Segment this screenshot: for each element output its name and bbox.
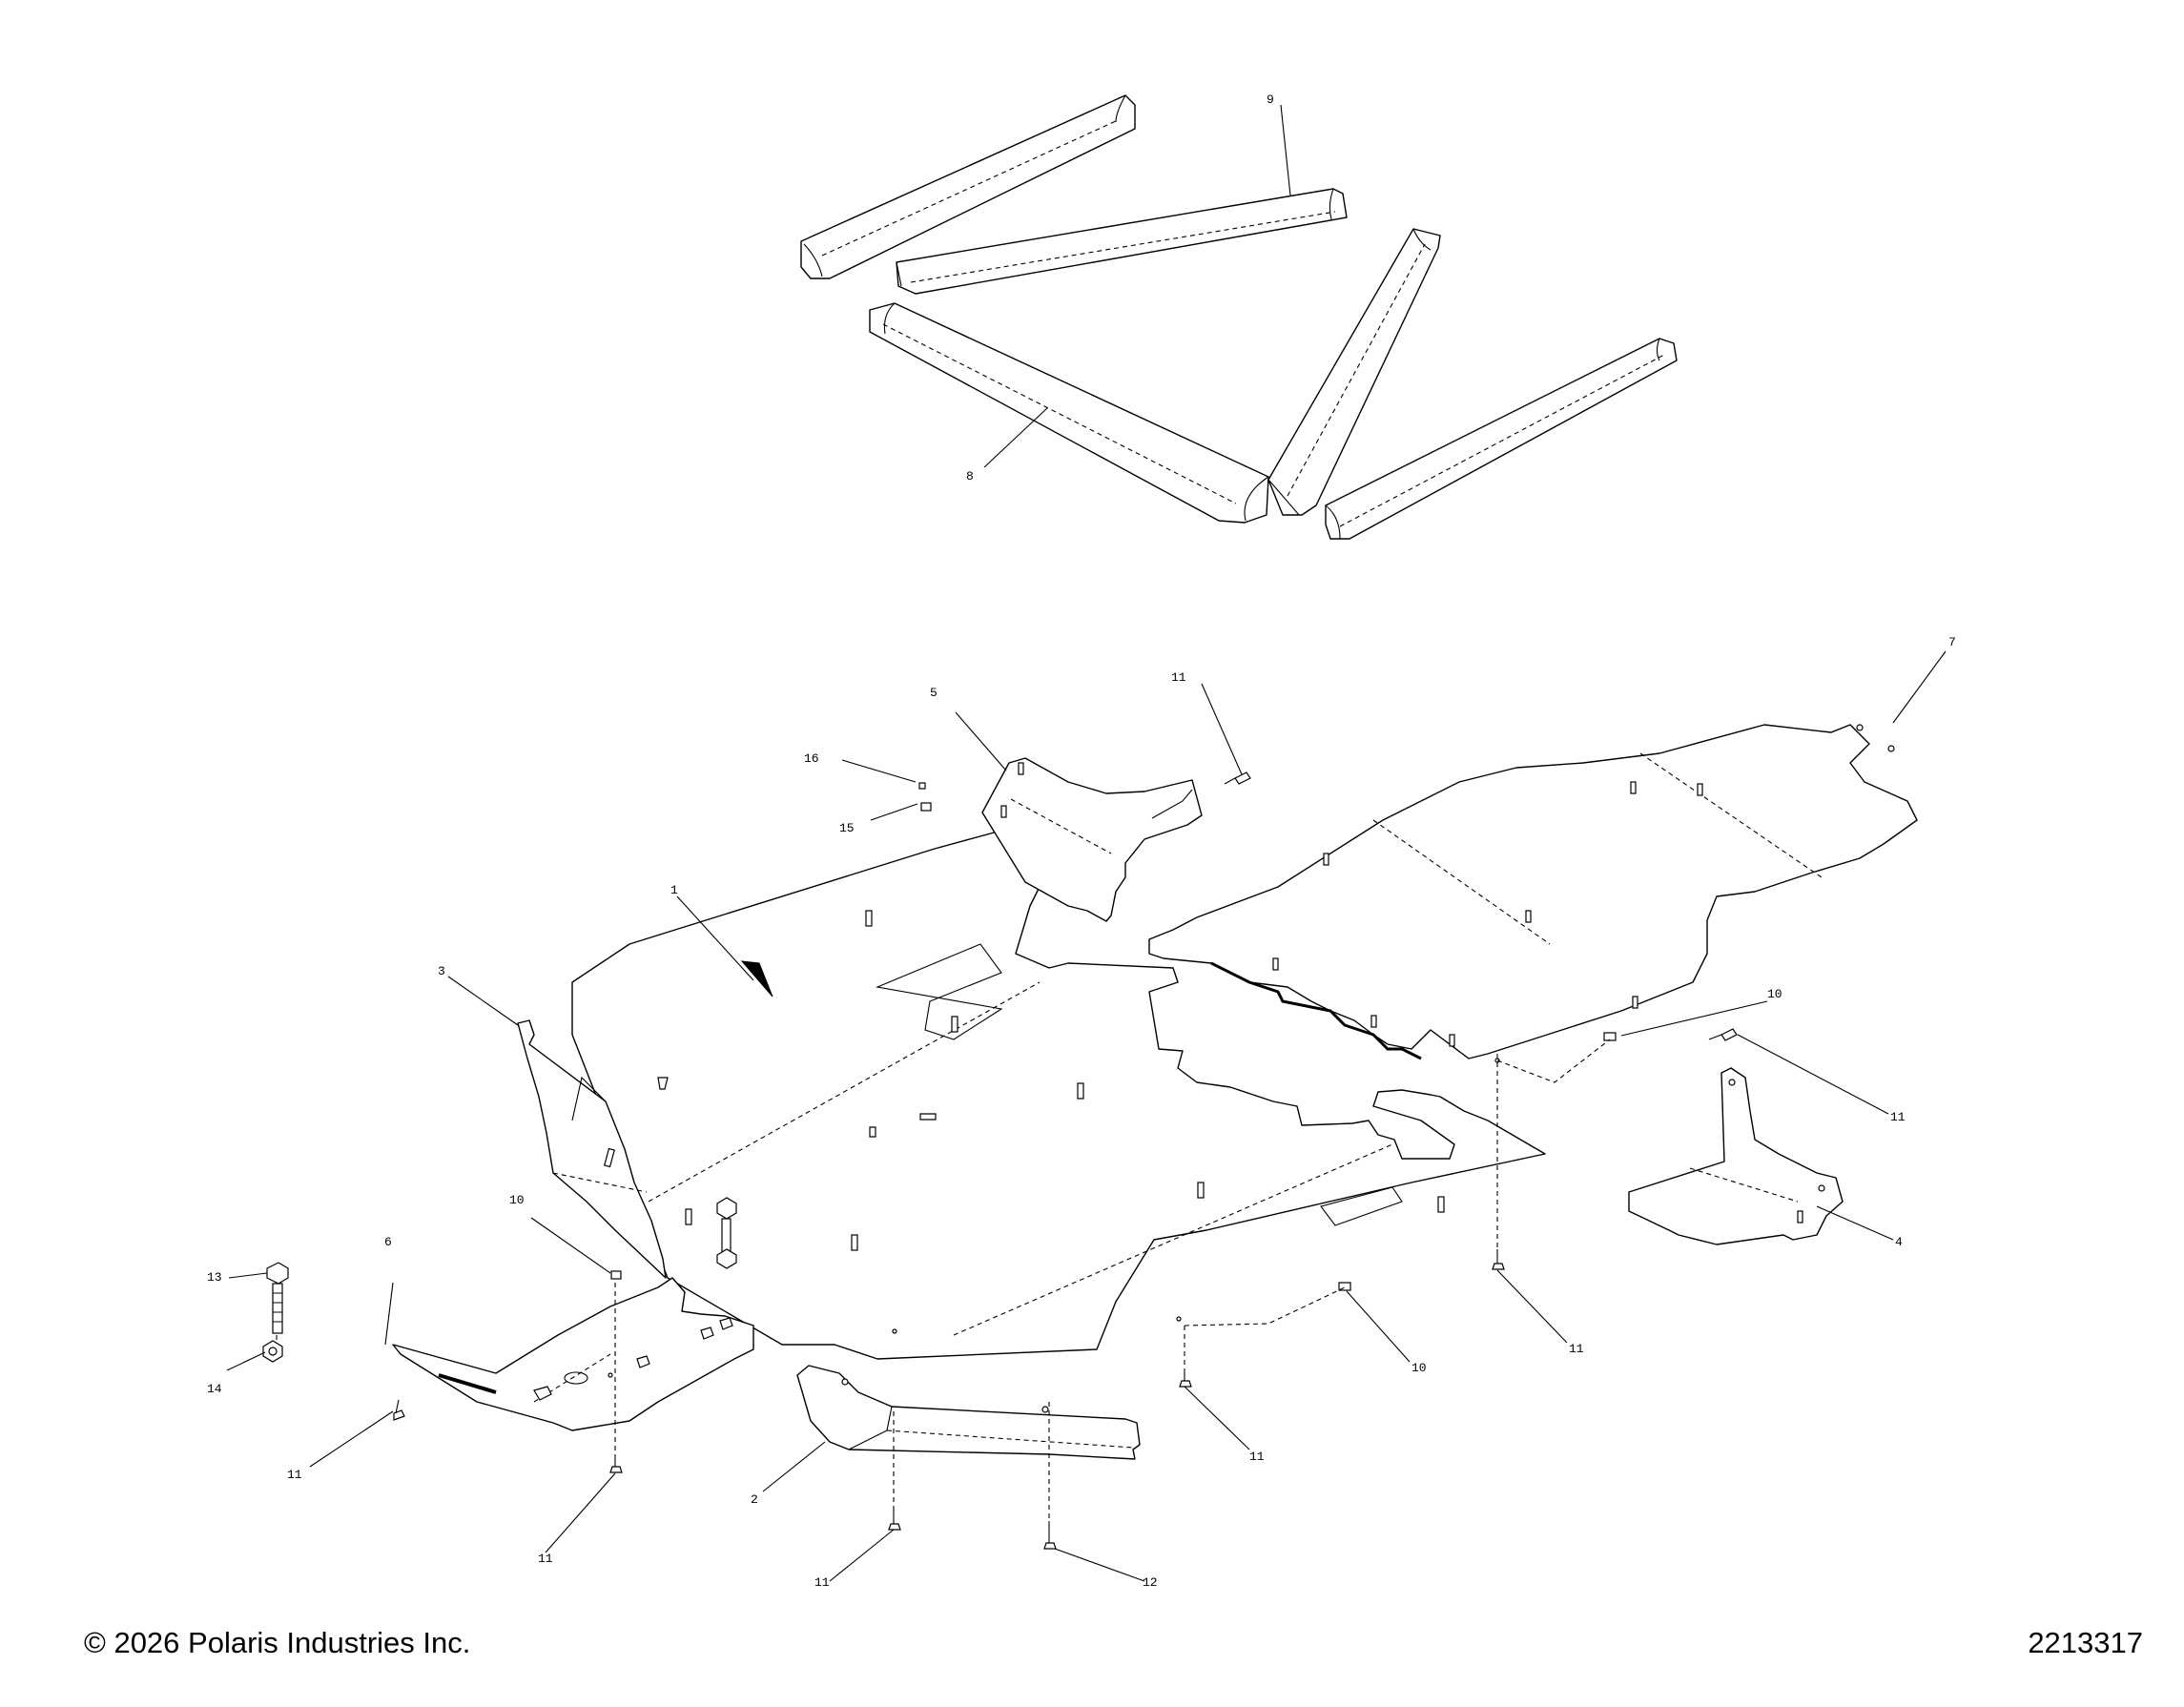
panel-6: [392, 1277, 754, 1431]
callout-4: 4: [1895, 1235, 1903, 1249]
rear-plate-studs: [1272, 724, 1895, 1047]
callout-11: 11: [538, 1552, 553, 1566]
foam-strip-8: [869, 302, 1269, 524]
callout-11: 11: [814, 1575, 830, 1590]
callout-3: 3: [438, 964, 445, 978]
callout-5: 5: [930, 686, 937, 700]
callout-6: 6: [384, 1235, 392, 1249]
callout-14: 14: [207, 1382, 222, 1396]
panel-5: [981, 757, 1203, 922]
foam-strips: [800, 94, 1678, 540]
hardware: [262, 771, 1738, 1550]
callout-1: 1: [670, 883, 678, 897]
nut-14: [262, 1340, 283, 1363]
panel-3: [517, 1019, 667, 1279]
callouts: 9 8 7 5 11 16 15 1 3 10 11 4 10 6 13 14 …: [207, 93, 1956, 1590]
callout-2: 2: [751, 1492, 758, 1507]
copyright-text: © 2026 Polaris Industries Inc.: [84, 1626, 471, 1659]
diagram-number: 2213317: [2028, 1626, 2143, 1659]
callout-11: 11: [1171, 670, 1186, 685]
callout-15: 15: [839, 821, 855, 835]
callout-9: 9: [1267, 93, 1274, 107]
push-clips: [393, 771, 1738, 1550]
leader-lines: [226, 104, 1947, 1582]
callout-13: 13: [207, 1270, 222, 1285]
foam-strip-9: [896, 188, 1348, 295]
callout-10: 10: [1767, 987, 1782, 1001]
panel-2: [796, 1365, 1141, 1460]
speed-nuts: [610, 1032, 1617, 1291]
skid-plate-main: [571, 819, 1546, 1360]
callout-7: 7: [1948, 635, 1956, 649]
alignment-lines: [276, 1039, 1611, 1521]
foam-strip-right: [1325, 338, 1678, 540]
callout-10: 10: [1411, 1361, 1427, 1375]
callout-11: 11: [1569, 1342, 1584, 1356]
callout-12: 12: [1143, 1575, 1158, 1590]
bolt-13: [266, 1262, 289, 1334]
panel-4: [1628, 1067, 1844, 1245]
callout-16: 16: [804, 751, 819, 766]
callout-11: 11: [1890, 1110, 1906, 1124]
callout-10: 10: [509, 1193, 525, 1207]
callout-11: 11: [1249, 1450, 1265, 1464]
foam-strip-diagonal: [1267, 228, 1441, 516]
callout-8: 8: [966, 469, 974, 483]
foam-strip-upper-left: [800, 94, 1136, 279]
bolt-center-left: [716, 1197, 737, 1269]
callout-11: 11: [287, 1468, 302, 1482]
skid-plate-rear: [1148, 724, 1918, 1060]
